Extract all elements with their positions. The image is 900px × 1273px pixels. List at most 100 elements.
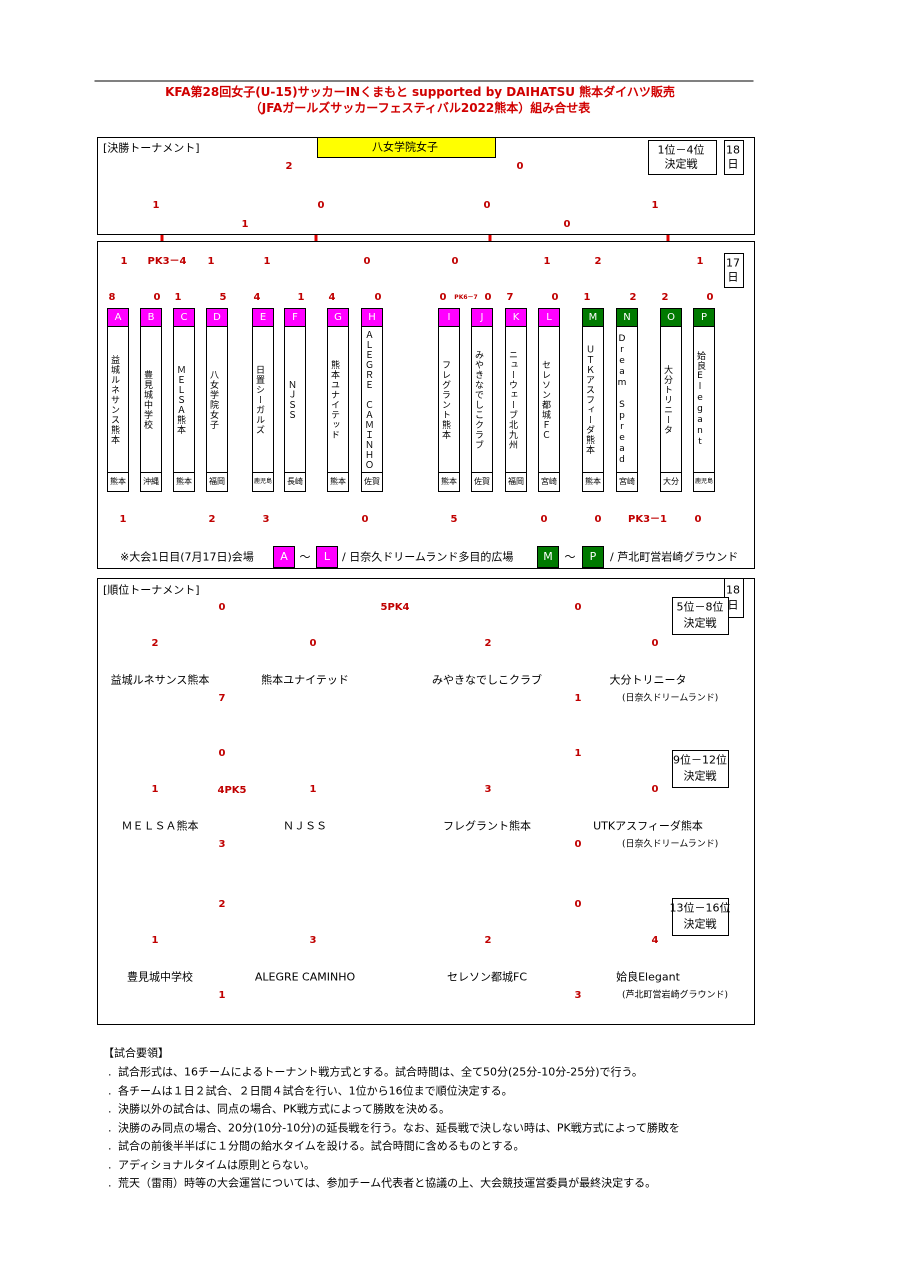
venue-chip: P	[582, 546, 604, 568]
bottom-score: 0	[574, 839, 582, 850]
team-name: 八女学院女子	[208, 369, 218, 430]
team-slot-letter: A	[108, 309, 128, 327]
rule-item: 決勝のみ同点の場合、20分(10分-10分)の延長戦を行う。なお、延長戦で決しな…	[118, 1121, 680, 1134]
team-name: ＭＥＬＳＡ熊本	[121, 819, 199, 833]
r16-score: 2	[661, 292, 669, 303]
r1-score: 2	[151, 638, 159, 649]
team-name: ＭＥＬＳＡ熊本	[175, 364, 185, 435]
top-score: 2	[218, 899, 226, 910]
final-score-right: 0	[516, 161, 524, 172]
top-score: 0	[218, 748, 226, 759]
qf-score: 2	[594, 256, 602, 267]
r16-score: 8	[108, 292, 116, 303]
team-slot-letter: I	[439, 309, 459, 327]
day-number: 18	[726, 583, 740, 597]
day-unit: 日	[727, 270, 739, 284]
day18-box	[724, 140, 744, 175]
rank-box	[672, 750, 729, 788]
team-name: ＮＪＳＳ	[286, 379, 296, 420]
r1-score: 1	[309, 784, 317, 795]
team-name: 益城ルネサンス熊本	[110, 673, 210, 687]
champion-box	[317, 137, 496, 158]
rank-label-2: 決定戦	[683, 616, 717, 630]
team-name: セレソン都城ＦＣ	[540, 359, 550, 440]
rank-1-4-box	[648, 140, 717, 175]
r1-score: 1	[151, 935, 159, 946]
team-slot-letter: G	[328, 309, 348, 327]
r16-score: 0	[706, 292, 714, 303]
rank-label: 13位－16位	[669, 901, 731, 915]
top-score: 1	[574, 748, 582, 759]
rule-item: 試合形式は、16チームによるトーナント戦方式とする。試合時間は、全て50分(25…	[118, 1065, 643, 1079]
team-name: 大分トリニータ	[662, 364, 672, 435]
day2-score: 1	[119, 514, 127, 525]
team-prefecture: 福岡	[506, 472, 526, 491]
venue-note-prefix: ※大会1日目(7月17日)会場	[120, 550, 254, 564]
day-number: 18	[726, 143, 740, 157]
rule-item: 試合の前後半半ばに１分間の給水タイムを設ける。試合時間に含めるものとする。	[118, 1139, 525, 1153]
team-name: 日置シーガルズ	[254, 364, 264, 435]
r1-score: 0	[651, 638, 659, 649]
rule-bullet: .	[108, 1102, 112, 1116]
title-line-2: （JFAガールズサッカーフェスティバル2022熊本）組み合せ表	[249, 101, 591, 115]
team-slot-letter: N	[617, 309, 637, 327]
rule-item: アディショナルタイムは原則とらない。	[118, 1158, 316, 1171]
r16-score: 1	[174, 292, 182, 303]
team-slot-letter: H	[362, 309, 382, 327]
r1-pk: 4PK5	[217, 785, 247, 796]
team-name: 豊見城中学校	[127, 970, 193, 984]
team-name: みやきなでしこクラブ	[432, 673, 542, 687]
bottom-score: 1	[218, 990, 226, 1001]
r1-score: 0	[651, 784, 659, 795]
r16-score: 2	[629, 292, 637, 303]
qf-score: 1	[120, 256, 128, 267]
team-prefecture: 福岡	[207, 472, 227, 491]
top-score: 0	[574, 602, 582, 613]
day2-score: 0	[694, 514, 702, 525]
team-prefecture: 熊本	[328, 472, 348, 491]
day17-box-label	[724, 253, 744, 288]
team-slot-letter: M	[583, 309, 603, 327]
third-place-score: 0	[563, 219, 571, 230]
day2-score: 0	[594, 514, 602, 525]
qf-score: 1	[543, 256, 551, 267]
rank-label: 5位－8位	[676, 600, 724, 614]
r1-score: 2	[484, 638, 492, 649]
r1-score: 4	[651, 935, 659, 946]
r1-score: 3	[309, 935, 317, 946]
rank-label: 1位－4位	[657, 143, 705, 157]
bottom-score: 3	[574, 990, 582, 1001]
venue-chip: L	[316, 546, 338, 568]
rule-bullet: .	[108, 1065, 112, 1079]
day2-score: 0	[540, 514, 548, 525]
tilde: ～	[299, 550, 311, 564]
team-name: ニューウェーブ北九州	[507, 349, 517, 450]
top-score: 0	[218, 602, 226, 613]
qf-score: 1	[696, 256, 704, 267]
venue-name: (日奈久ドリームランド)	[622, 839, 719, 850]
rule-bullet: .	[108, 1084, 112, 1097]
tilde: ～	[564, 550, 576, 564]
team-name: 豊見城中学校	[142, 369, 152, 430]
venue-name: (芦北町営岩崎グラウンド)	[622, 990, 729, 1001]
champion-name: 八女学院女子	[372, 140, 438, 154]
qf-score: 1	[207, 256, 215, 267]
team-name: Dream Spread	[617, 333, 627, 466]
day2-score: 2	[208, 514, 216, 525]
day-unit: 日	[727, 157, 739, 171]
venue-chip: A	[273, 546, 295, 568]
rank-label: 9位－12位	[673, 753, 727, 767]
r16-score: 1	[583, 292, 591, 303]
team-prefecture: 熊本	[108, 472, 128, 491]
semi-score: 0	[317, 200, 325, 211]
